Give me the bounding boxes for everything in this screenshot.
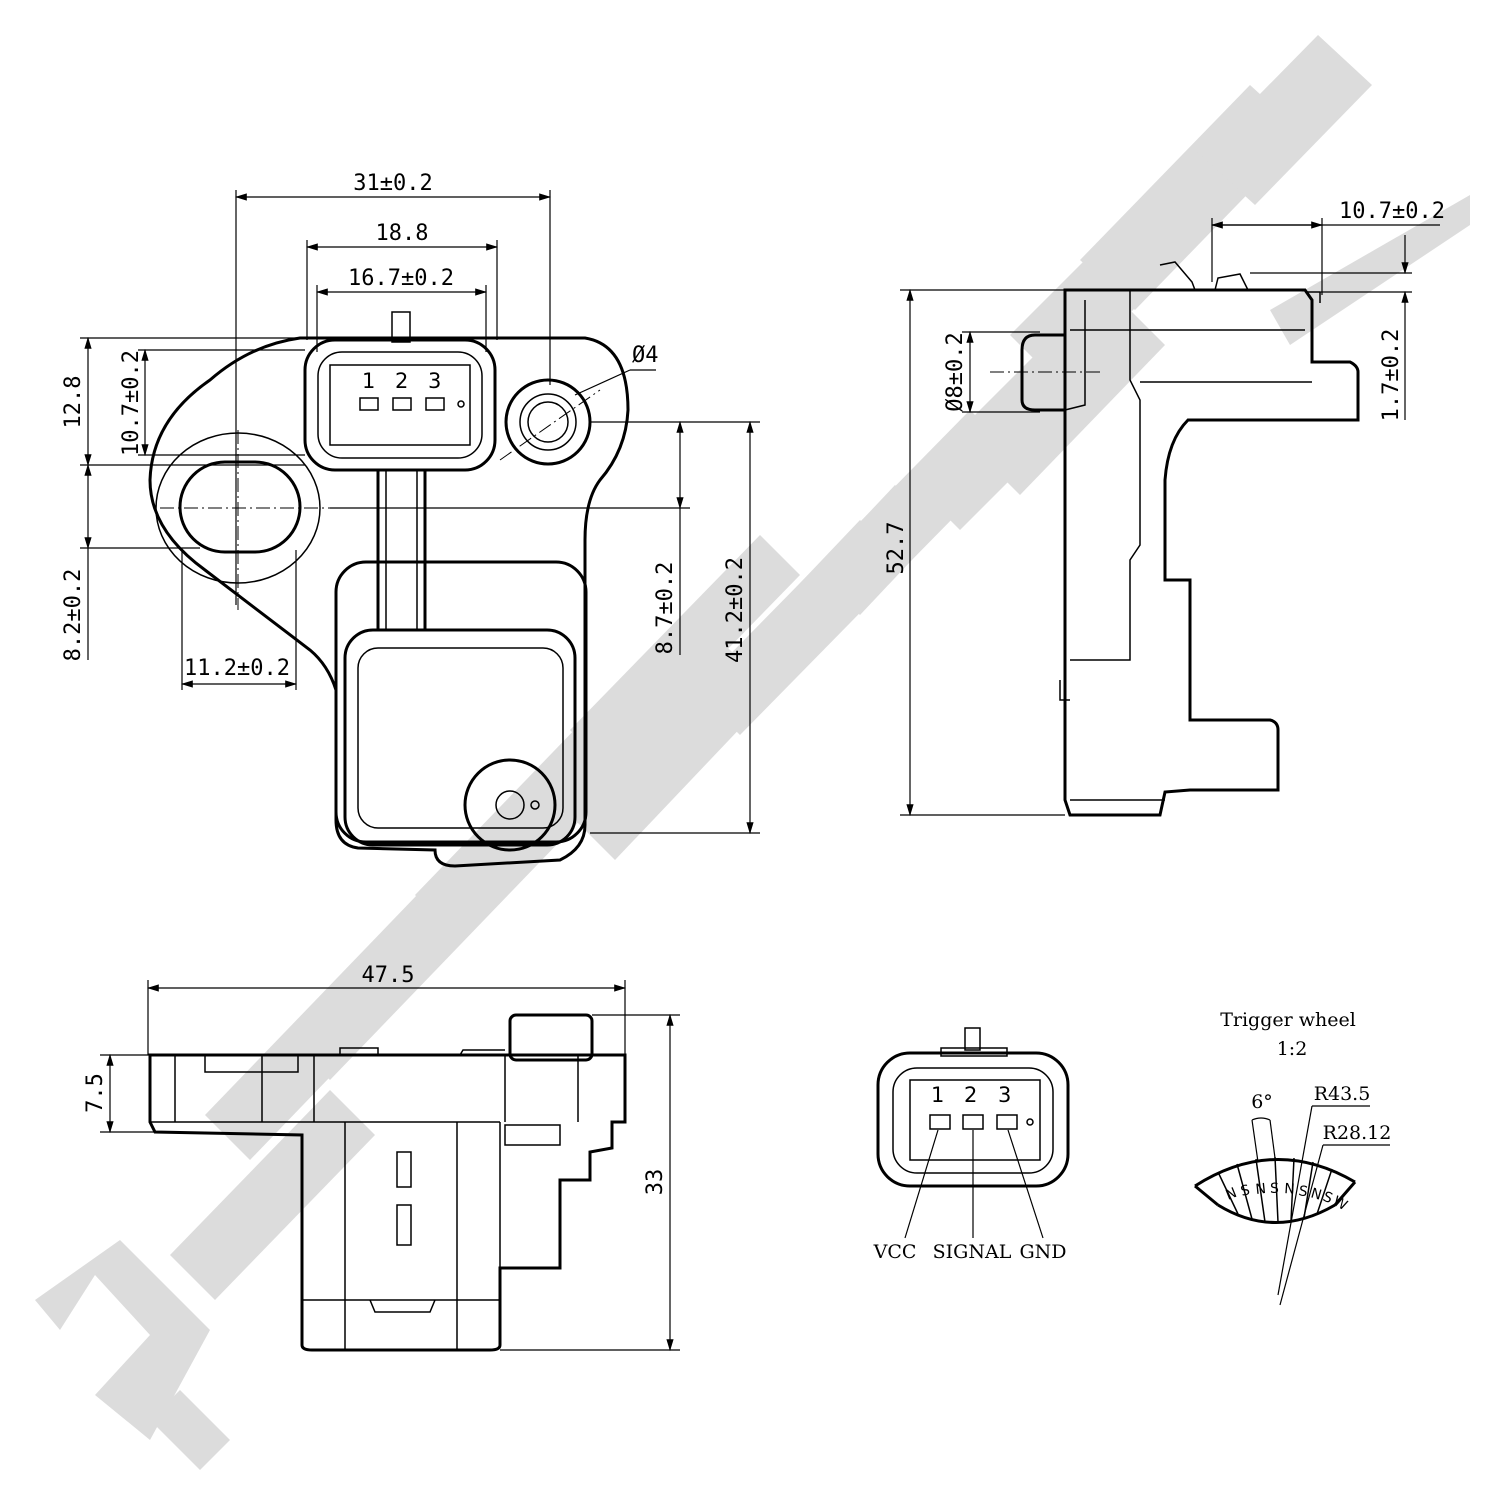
dim-7-5: 7.5 <box>83 1073 108 1113</box>
dim-31: 31±0.2 <box>353 171 432 196</box>
dim-11-2: 11.2±0.2 <box>184 656 290 681</box>
label-signal: SIGNAL <box>933 1241 1012 1263</box>
svg-text:N: N <box>1284 1181 1296 1198</box>
bottom-body-outline <box>148 1053 627 1352</box>
dim-8-7: 8.7±0.2 <box>653 562 678 655</box>
pin-label: 1 <box>362 369 375 393</box>
dim-side-10-7: 10.7±0.2 <box>1339 199 1445 224</box>
dim-18-8: 18.8 <box>376 221 429 246</box>
trigger-wheel-title: Trigger wheel <box>1220 1009 1356 1031</box>
dim-hole-dia: Ø4 <box>632 343 659 368</box>
bottom-view: 47.5 7.5 33 <box>83 963 680 1352</box>
trigger-wheel-scale: 1:2 <box>1277 1038 1308 1060</box>
front-view: 1 2 3 31±0.2 <box>61 171 760 868</box>
dim-33: 33 <box>643 1169 668 1196</box>
label-vcc: VCC <box>873 1241 917 1263</box>
side-body-outline <box>1063 288 1360 817</box>
trigger-r-outer: R43.5 <box>1314 1083 1371 1105</box>
svg-text:W: W <box>1330 1193 1350 1214</box>
sensor-body-outline <box>148 336 630 868</box>
dim-side-52-7: 52.7 <box>884 522 909 575</box>
front-pin-row: 1 2 3 <box>359 369 465 411</box>
svg-text:S: S <box>1270 1181 1279 1197</box>
dim-side-8: Ø8±0.2 <box>943 332 968 411</box>
dim-8-2: 8.2±0.2 <box>61 569 86 662</box>
dim-41-2: 41.2±0.2 <box>723 557 748 663</box>
trigger-wheel: Trigger wheel 1:2 N S N S N S N S W <box>1194 1009 1392 1306</box>
dim-side-1-7: 1.7±0.2 <box>1379 329 1404 422</box>
svg-text:N: N <box>1255 1181 1267 1198</box>
pole-labels: N S N S N S N S W <box>1224 1181 1350 1214</box>
conn-pin-label: 1 <box>931 1083 944 1107</box>
svg-text:N: N <box>1309 1185 1323 1203</box>
svg-text:S: S <box>1297 1183 1309 1200</box>
dim-16-7: 16.7±0.2 <box>348 266 454 291</box>
dim-47-5: 47.5 <box>362 963 415 988</box>
trigger-r-inner: R28.12 <box>1323 1122 1392 1144</box>
conn-pin-label: 3 <box>998 1083 1011 1107</box>
conn-pin-label: 2 <box>964 1083 977 1107</box>
dim-12-8: 12.8 <box>61 376 86 429</box>
trigger-angle: 6° <box>1251 1091 1273 1113</box>
dim-10-7: 10.7±0.2 <box>119 350 144 456</box>
svg-text:S: S <box>1239 1182 1252 1200</box>
label-gnd: GND <box>1019 1241 1066 1263</box>
pin-label: 2 <box>395 369 408 393</box>
svg-text:N: N <box>1224 1185 1240 1204</box>
watermark <box>35 35 1470 1470</box>
pin-label: 3 <box>428 369 441 393</box>
connector-detail: 1 2 3 VCC SIGNAL GND <box>873 1027 1070 1263</box>
side-view: 10.7±0.2 1.7±0.2 Ø8±0.2 52.7 <box>884 199 1445 817</box>
